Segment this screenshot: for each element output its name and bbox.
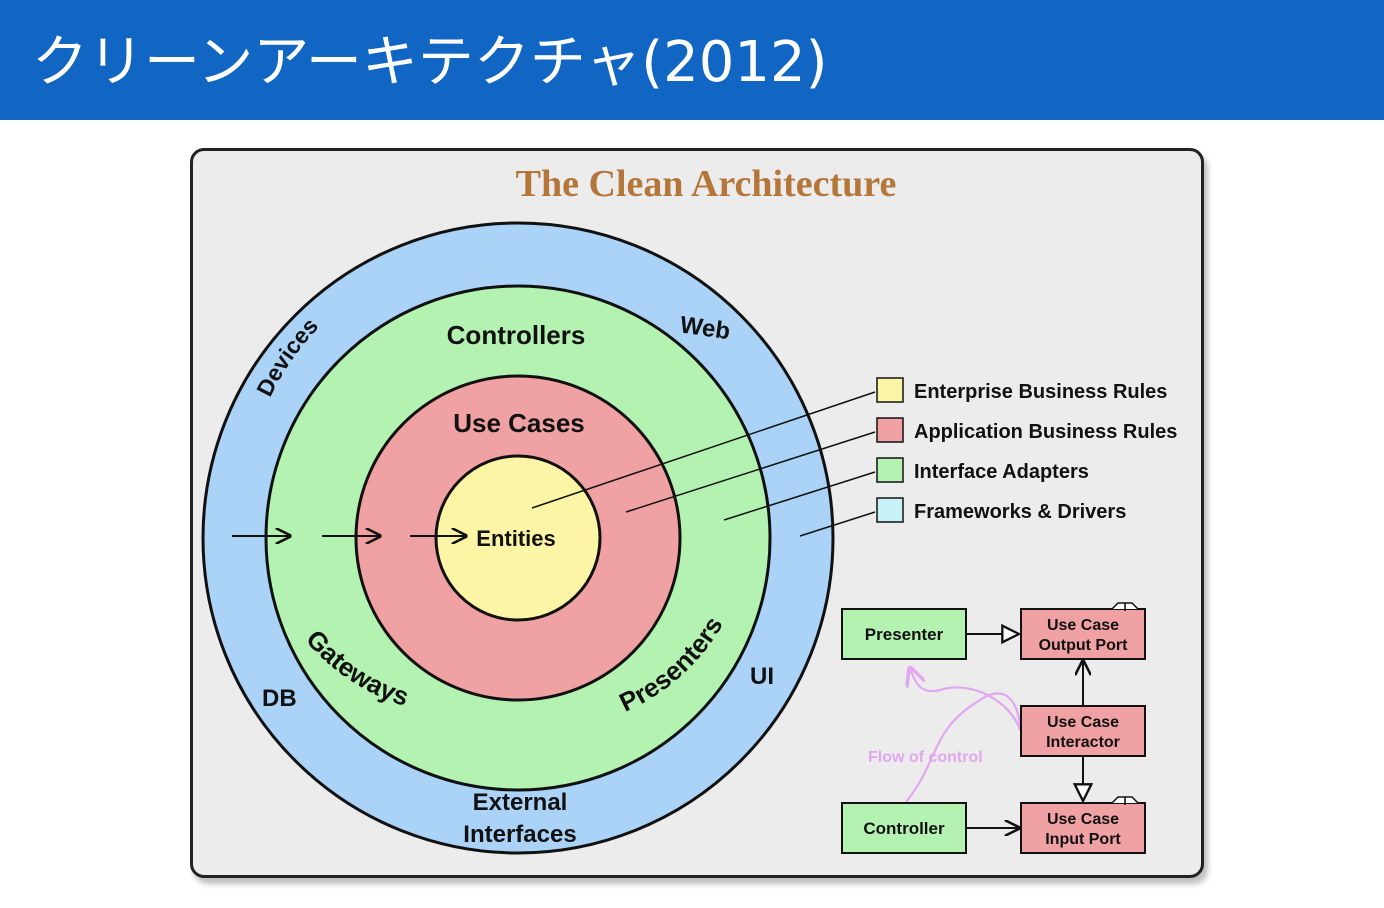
output-port-line1: Use Case xyxy=(1047,617,1119,634)
legend-leader-line xyxy=(799,511,876,537)
input-port-line1: Use Case xyxy=(1047,811,1119,828)
legend-label: Application Business Rules xyxy=(914,421,1177,443)
interactor-line2: Interactor xyxy=(1046,734,1120,751)
legend-leader-line xyxy=(531,391,876,509)
flow-of-control-label: Flow of control xyxy=(868,749,983,766)
output-port-line2: Output Port xyxy=(1039,637,1129,654)
svg-text:I: I xyxy=(1123,602,1126,614)
label-controllers: Controllers xyxy=(447,320,586,350)
presenter-label: Presenter xyxy=(865,625,944,644)
input-port-line2: Input Port xyxy=(1045,831,1121,848)
legend-label: Frameworks & Drivers xyxy=(914,501,1126,523)
diagram-title: The Clean Architecture xyxy=(516,163,897,205)
label-ui: UI xyxy=(750,663,774,690)
label-use-cases: Use Cases xyxy=(453,408,585,438)
flow-of-control-arrow xyxy=(910,668,1022,731)
legend-swatch-yellow xyxy=(876,377,904,403)
label-entities: Entities xyxy=(476,526,555,551)
controller-label: Controller xyxy=(863,819,945,838)
slide-title: クリーンアーキテクチャ(2012) xyxy=(32,30,828,95)
label-db: DB xyxy=(262,685,297,712)
label-external: External xyxy=(473,789,568,816)
label-interfaces: Interfaces xyxy=(463,821,576,848)
legend-label: Interface Adapters xyxy=(914,461,1089,483)
interface-marker-icon: I xyxy=(1111,796,1139,808)
flow-of-control-curve xyxy=(905,692,1022,803)
use-case-input-port-box xyxy=(1020,802,1146,854)
interactor-line1: Use Case xyxy=(1047,714,1119,731)
svg-text:I: I xyxy=(1123,796,1126,808)
legend-leader-line xyxy=(625,431,876,513)
legend-swatch-red xyxy=(876,417,904,443)
legend-leader-line xyxy=(723,471,876,521)
use-case-interactor-box xyxy=(1020,705,1146,757)
controller-box xyxy=(841,802,967,854)
use-case-output-port-box xyxy=(1020,608,1146,660)
slide-header: クリーンアーキテクチャ(2012) xyxy=(0,0,1384,120)
interface-marker-icon: I xyxy=(1111,602,1139,614)
legend-swatch-green xyxy=(876,457,904,483)
enterprise-business-rules-core xyxy=(434,454,602,622)
legend-label: Enterprise Business Rules xyxy=(914,381,1167,403)
legend-swatch-cyan xyxy=(876,497,904,523)
